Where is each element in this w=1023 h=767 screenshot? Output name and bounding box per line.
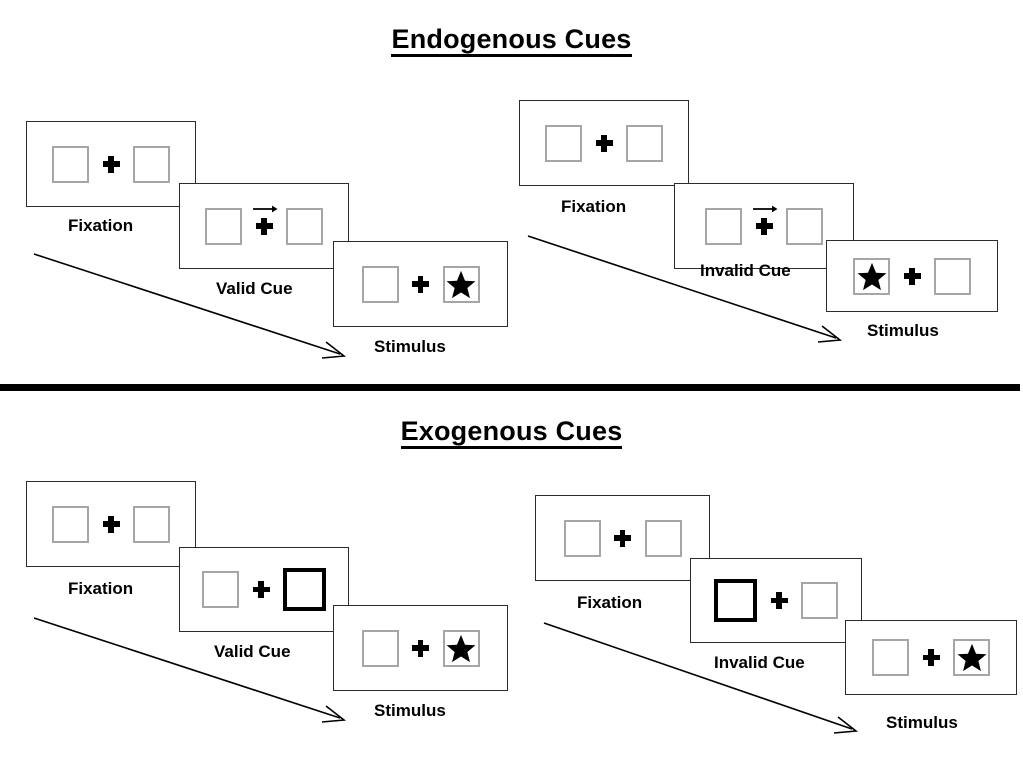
right-box [442,629,480,667]
right-box [934,257,971,295]
left-box [202,571,239,608]
fixation-plus [100,506,122,543]
section-title-exogenous-text: Exogenous Cues [400,417,623,450]
caption-endogenous-invalid-fixation: Fixation [561,197,627,216]
frame-endogenous-invalid-stimulus [826,240,998,312]
frame-exogenous-invalid-fixation [535,495,710,581]
fixation-plus [410,266,432,303]
right-box [953,639,990,676]
fixation-plus [253,205,278,245]
left-box [872,639,909,676]
frame-content [563,519,682,557]
frame-content [361,629,480,667]
section-title-endogenous-text: Endogenous Cues [391,25,632,58]
caption-exogenous-invalid-fixation: Fixation [577,593,643,612]
exogenous-invalid-time-arrow [543,622,859,734]
fixation-plus [410,630,432,667]
right-box [442,265,480,303]
caption-endogenous-valid-cue: Valid Cue [216,279,293,298]
right-box [626,124,663,162]
caption-exogenous-valid-stimulus: Stimulus [374,701,446,720]
frame-endogenous-invalid-fixation [519,100,689,186]
endogenous-invalid-time-arrow [527,235,843,343]
fixation-plus [612,520,634,557]
frame-content [52,145,170,183]
frame-content [872,639,990,676]
fixation-plus [250,571,272,608]
star-icon [446,634,476,662]
section-title-exogenous: Exogenous Cues [0,416,1023,450]
star-icon [957,643,986,672]
endogenous-valid-time-arrow [33,253,347,359]
star-icon [446,270,476,298]
caption-exogenous-valid-cue: Valid Cue [214,642,291,661]
star-icon [857,262,886,290]
frame-content [52,505,170,543]
frame-content [853,257,971,295]
frame-content [202,568,326,611]
right-box [133,505,170,543]
left-box [361,265,399,303]
right-box [133,145,170,183]
right-box [286,207,323,245]
left-box-cued [714,579,757,622]
frame-content [361,265,480,303]
fixation-plus [753,205,778,245]
frame-endogenous-valid-stimulus [333,241,508,327]
arrow-right-cue-icon [253,205,278,212]
caption-exogenous-valid-fixation: Fixation [68,579,134,598]
frame-exogenous-valid-fixation [26,481,196,567]
caption-endogenous-invalid-cue: Invalid Cue [700,261,791,280]
fixation-plus [901,258,923,295]
left-box [361,629,399,667]
frame-exogenous-invalid-cue [690,558,862,643]
right-box [801,582,838,619]
frame-content [705,205,823,245]
left-box [52,145,89,183]
frame-exogenous-valid-cue [179,547,349,632]
frame-content [205,205,323,245]
frame-content [545,124,663,162]
left-box [52,505,89,543]
caption-exogenous-invalid-cue: Invalid Cue [714,653,805,672]
left-box [563,519,601,557]
left-box [205,207,242,245]
section-divider [0,384,1020,391]
caption-endogenous-valid-stimulus: Stimulus [374,337,446,356]
right-box [644,519,682,557]
frame-content [714,579,838,622]
frame-endogenous-valid-fixation [26,121,196,207]
left-box [545,124,582,162]
section-title-endogenous: Endogenous Cues [0,24,1023,58]
fixation-plus [593,125,615,162]
caption-endogenous-invalid-stimulus: Stimulus [867,321,939,340]
left-box [853,257,890,295]
right-box [786,207,823,245]
fixation-plus [768,582,790,619]
frame-endogenous-invalid-cue [674,183,854,269]
arrow-right-cue-icon [753,205,778,212]
frame-endogenous-valid-cue [179,183,349,269]
right-box-cued [283,568,326,611]
exogenous-valid-time-arrow [33,617,347,723]
frame-exogenous-invalid-stimulus [845,620,1017,695]
caption-exogenous-invalid-stimulus: Stimulus [886,713,958,732]
frame-exogenous-valid-stimulus [333,605,508,691]
caption-endogenous-valid-fixation: Fixation [68,216,134,235]
fixation-plus [920,639,942,676]
fixation-plus [100,146,122,183]
left-box [705,207,742,245]
